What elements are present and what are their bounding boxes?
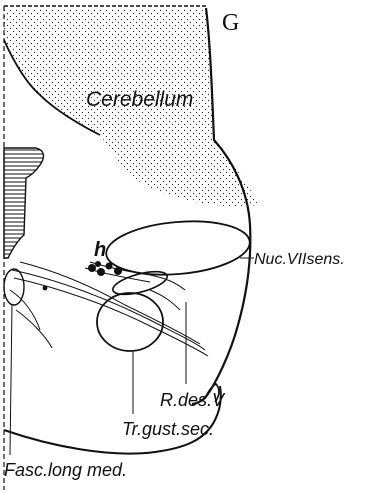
fibre-tract-lines	[10, 262, 208, 356]
label-nuc-vii-sens: Nuc.VIIsens.	[254, 251, 345, 268]
hatched-recess	[4, 148, 43, 258]
label-h: h	[94, 239, 106, 261]
flm-small-oval	[4, 269, 24, 305]
label-r-des-v: R.des.V	[160, 390, 226, 410]
label-fasc-long-med: Fasc.long med.	[4, 460, 127, 480]
flm-dot	[43, 286, 48, 291]
panel-letter: G	[222, 10, 239, 36]
label-cerebellum: Cerebellum	[86, 88, 193, 111]
label-tr-gust-sec: Tr.gust.sec.	[122, 419, 214, 439]
